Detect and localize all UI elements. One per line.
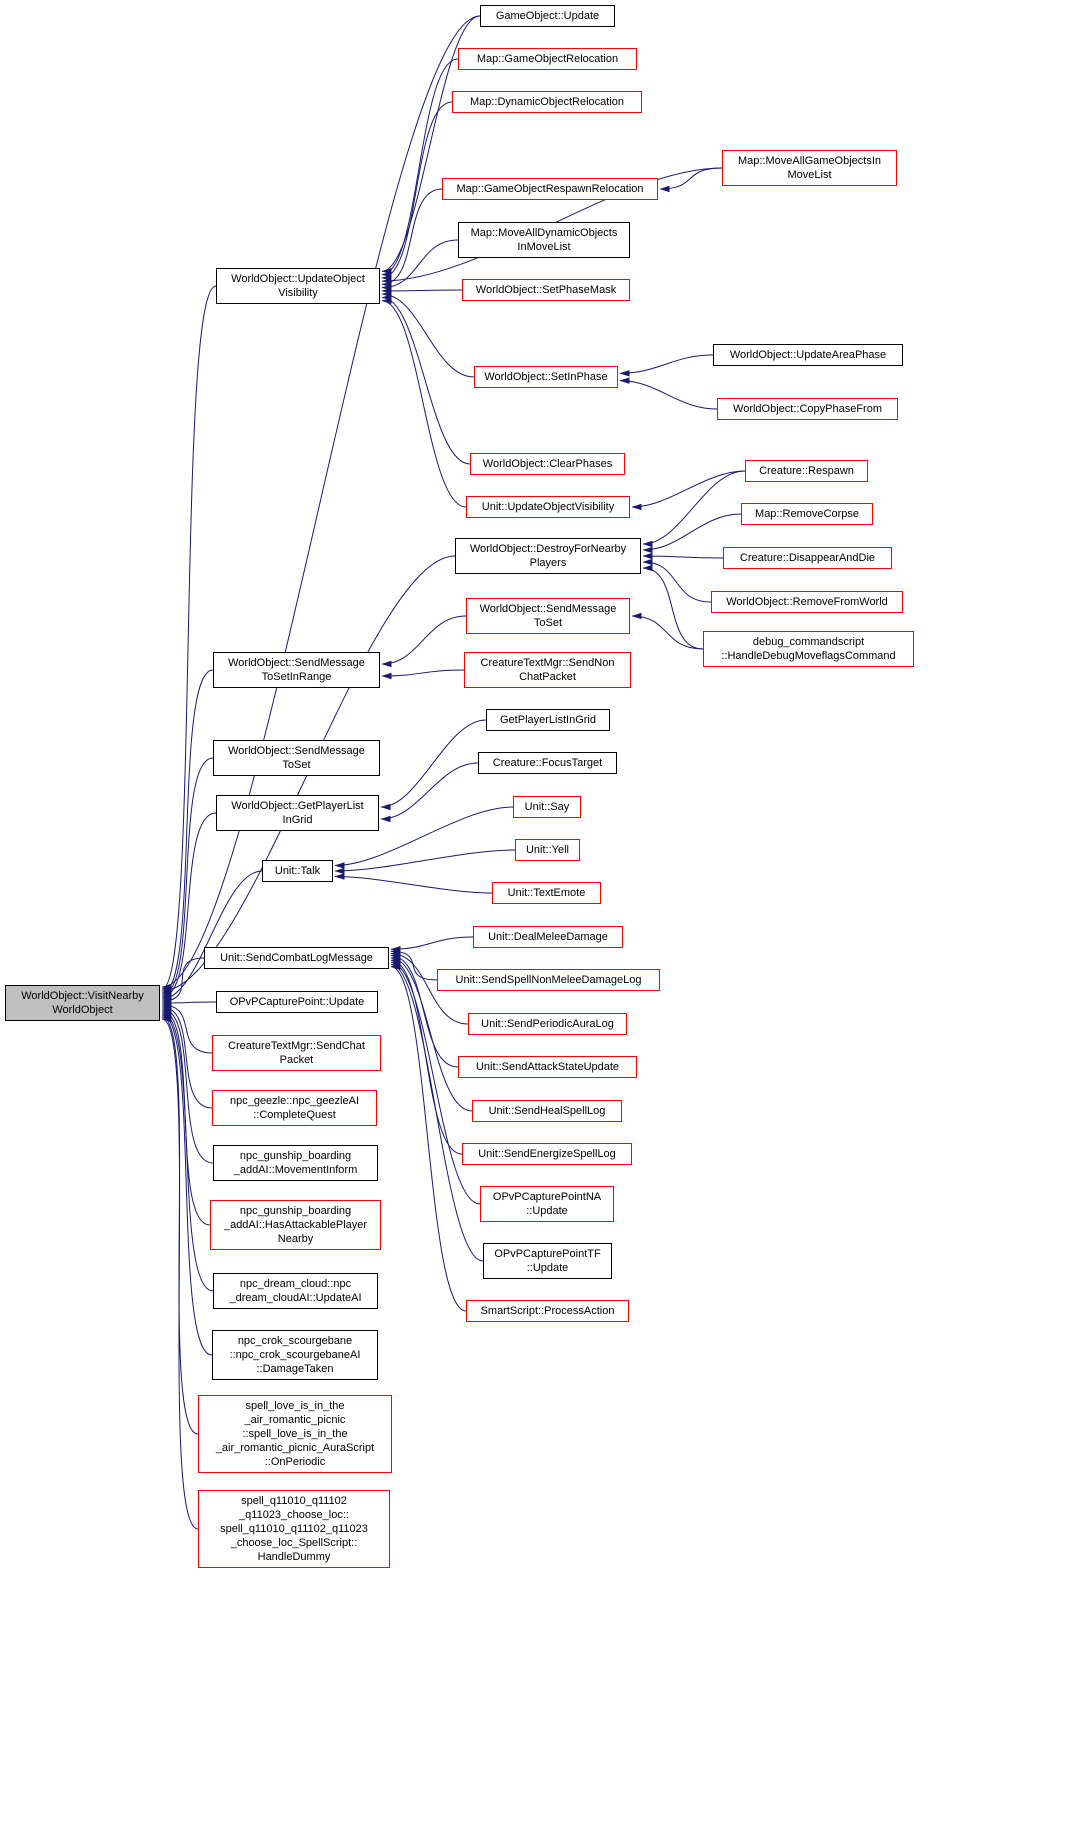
node-opvpcapturepointtf-update[interactable]: OPvPCapturePointTF ::Update: [483, 1243, 612, 1279]
node-unit-dealmeleedamage[interactable]: Unit::DealMeleeDamage: [473, 926, 623, 948]
node-unit-say[interactable]: Unit::Say: [513, 796, 581, 818]
node-gameobject-update[interactable]: GameObject::Update: [480, 5, 615, 27]
node-map-moveallgameobjects-inmovelist[interactable]: Map::MoveAllGameObjectsIn MoveList: [722, 150, 897, 186]
node-worldobject-setphasemask[interactable]: WorldObject::SetPhaseMask: [462, 279, 630, 301]
node-npc-gunship-boarding-hasattackableplayernearby[interactable]: npc_gunship_boarding _addAI::HasAttackab…: [210, 1200, 381, 1250]
node-worldobject-updateareaphase[interactable]: WorldObject::UpdateAreaPhase: [713, 344, 903, 366]
node-npc-gunship-boarding-movementinform[interactable]: npc_gunship_boarding _addAI::MovementInf…: [213, 1145, 378, 1181]
node-debug-commandscript-handledebugmoveflags[interactable]: debug_commandscript ::HandleDebugMovefla…: [703, 631, 914, 667]
node-unit-sendspellnonmeleedamagelog[interactable]: Unit::SendSpellNonMeleeDamageLog: [437, 969, 660, 991]
node-unit-sendcombatlogmessage[interactable]: Unit::SendCombatLogMessage: [204, 947, 389, 969]
node-opvpcapturepointna-update[interactable]: OPvPCapturePointNA ::Update: [480, 1186, 614, 1222]
node-unit-sendperiodicauralog[interactable]: Unit::SendPeriodicAuraLog: [468, 1013, 627, 1035]
node-map-movealldynamicobjects-inmovelist[interactable]: Map::MoveAllDynamicObjects InMoveList: [458, 222, 630, 258]
node-smartscript-processaction[interactable]: SmartScript::ProcessAction: [466, 1300, 629, 1322]
node-spell-love-is-in-the-air-onperiodic[interactable]: spell_love_is_in_the _air_romantic_picni…: [198, 1395, 392, 1473]
node-worldobject-setinphase[interactable]: WorldObject::SetInPhase: [474, 366, 618, 388]
node-unit-textemote[interactable]: Unit::TextEmote: [492, 882, 601, 904]
node-worldobject-visitnearbyworldobject-root: WorldObject::VisitNearby WorldObject: [5, 985, 160, 1021]
node-worldobject-sendmessagetoset[interactable]: WorldObject::SendMessage ToSet: [213, 740, 380, 776]
node-creaturetextmgr-sendnonchatpacket[interactable]: CreatureTextMgr::SendNon ChatPacket: [464, 652, 631, 688]
node-worldobject-clearphases[interactable]: WorldObject::ClearPhases: [470, 453, 625, 475]
node-worldobject-copyphasefrom[interactable]: WorldObject::CopyPhaseFrom: [717, 398, 898, 420]
node-unit-sendattackstateupdate[interactable]: Unit::SendAttackStateUpdate: [458, 1056, 637, 1078]
node-map-gameobject-relocation[interactable]: Map::GameObjectRelocation: [458, 48, 637, 70]
node-getplayerlistingrid[interactable]: GetPlayerListInGrid: [486, 709, 610, 731]
node-opvpcapturepoint-update[interactable]: OPvPCapturePoint::Update: [216, 991, 378, 1013]
node-map-gameobject-respawnrelocation[interactable]: Map::GameObjectRespawnRelocation: [442, 178, 658, 200]
node-unit-talk[interactable]: Unit::Talk: [262, 860, 333, 882]
node-unit-updateobjectvisibility[interactable]: Unit::UpdateObjectVisibility: [466, 496, 630, 518]
node-worldobject-getplayerlistingrid[interactable]: WorldObject::GetPlayerList InGrid: [216, 795, 379, 831]
node-unit-yell[interactable]: Unit::Yell: [515, 839, 580, 861]
node-map-removecorpse[interactable]: Map::RemoveCorpse: [741, 503, 873, 525]
node-unit-sendenergizespelllog[interactable]: Unit::SendEnergizeSpellLog: [462, 1143, 632, 1165]
node-worldobject-sendmessagetosetinrange[interactable]: WorldObject::SendMessage ToSetInRange: [213, 652, 380, 688]
node-map-dynamicobject-relocation[interactable]: Map::DynamicObjectRelocation: [452, 91, 642, 113]
node-npc-dream-cloud-updateai[interactable]: npc_dream_cloud::npc _dream_cloudAI::Upd…: [213, 1273, 378, 1309]
node-creature-respawn[interactable]: Creature::Respawn: [745, 460, 868, 482]
node-worldobject-updateobjectvisibility[interactable]: WorldObject::UpdateObject Visibility: [216, 268, 380, 304]
node-spell-q11010-q11102-q11023-handledummy[interactable]: spell_q11010_q11102 _q11023_choose_loc::…: [198, 1490, 390, 1568]
node-unit-sendhealspelllog[interactable]: Unit::SendHealSpellLog: [472, 1100, 622, 1122]
node-creature-focustarget[interactable]: Creature::FocusTarget: [478, 752, 617, 774]
node-creaturetextmgr-sendchatpacket[interactable]: CreatureTextMgr::SendChat Packet: [212, 1035, 381, 1071]
node-npc-geezle-completequest[interactable]: npc_geezle::npc_geezleAI ::CompleteQuest: [212, 1090, 377, 1126]
node-creature-disappearanddie[interactable]: Creature::DisappearAndDie: [723, 547, 892, 569]
node-npc-crok-scourgebane-damagetaken[interactable]: npc_crok_scourgebane ::npc_crok_scourgeb…: [212, 1330, 378, 1380]
node-worldobject-removefromworld[interactable]: WorldObject::RemoveFromWorld: [711, 591, 903, 613]
node-worldobject-destroyfornearbyplayers[interactable]: WorldObject::DestroyForNearby Players: [455, 538, 641, 574]
node-worldobject-sendmessagetoset-truncated[interactable]: WorldObject::SendMessage ToSet: [466, 598, 630, 634]
